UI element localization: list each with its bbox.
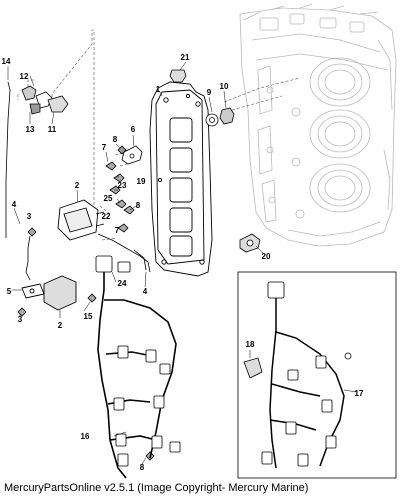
callout-labels: 1 2 2 3 3 4 4 5 6 7 7 8 8 8 9 10 11 12 1… — [2, 53, 364, 472]
callout-2-upper: 2 — [75, 181, 80, 190]
hardware — [17, 69, 261, 461]
callout-15: 15 — [84, 312, 93, 321]
ignition-module-lower — [21, 275, 77, 311]
callout-leaders — [7, 61, 358, 465]
callout-24: 24 — [118, 279, 127, 288]
callout-13: 13 — [26, 125, 35, 134]
callout-23: 23 — [118, 181, 127, 190]
callout-22: 22 — [102, 212, 111, 221]
callout-1: 1 — [156, 85, 161, 94]
callout-7-lower: 7 — [115, 226, 120, 235]
mounting-plate — [149, 81, 213, 277]
callout-17: 17 — [355, 389, 364, 398]
callout-18: 18 — [246, 340, 255, 349]
callout-16: 16 — [81, 432, 90, 441]
callout-3-lower: 3 — [18, 315, 23, 324]
harness-connectors — [95, 255, 181, 467]
callout-9: 9 — [207, 88, 212, 97]
callout-4-left: 4 — [12, 200, 17, 209]
callout-2-lower: 2 — [58, 321, 63, 330]
engine-block — [239, 3, 397, 247]
callout-7-upper: 7 — [102, 143, 107, 152]
callout-8-mid: 8 — [136, 201, 141, 210]
callout-3-upper: 3 — [27, 212, 32, 221]
sensor-assembly — [21, 85, 69, 115]
callout-8-lower: 8 — [140, 463, 145, 472]
callout-11: 11 — [48, 125, 57, 134]
copyright-footer: MercuryPartsOnline v2.5.1 (Image Copyrig… — [4, 482, 309, 494]
callout-12: 12 — [20, 72, 29, 81]
callout-4-right: 4 — [143, 287, 148, 296]
inset-box — [237, 271, 397, 479]
callout-8-upper: 8 — [113, 135, 118, 144]
callout-20: 20 — [262, 252, 271, 261]
callout-5: 5 — [7, 287, 12, 296]
ignition-module-upper — [57, 199, 105, 241]
callout-19: 19 — [137, 177, 146, 186]
callout-25: 25 — [104, 194, 113, 203]
wire-harness-main — [97, 262, 177, 479]
callout-6: 6 — [131, 125, 136, 134]
callout-14: 14 — [2, 57, 11, 66]
wires — [5, 81, 151, 281]
callout-21: 21 — [181, 53, 190, 62]
callout-10: 10 — [220, 82, 229, 91]
